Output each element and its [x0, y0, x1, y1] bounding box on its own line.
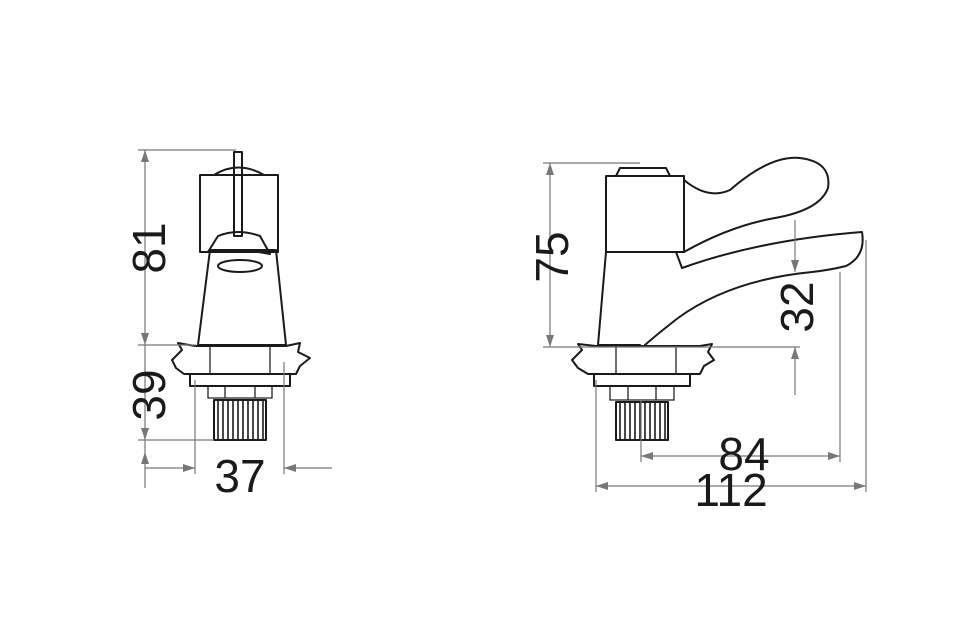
side-thread-lines [619, 402, 666, 440]
front-hex-collar [189, 373, 291, 387]
side-dim-75-label: 75 [526, 231, 578, 282]
side-view: 75 32 84 112 [526, 156, 867, 516]
front-dim-81-line [138, 149, 236, 346]
front-handle-cap [199, 174, 279, 253]
front-dim-39-line [138, 345, 214, 488]
side-lever-handle [683, 156, 830, 253]
side-dim-112-label: 112 [694, 464, 767, 516]
front-dim-81-label: 81 [123, 222, 175, 273]
front-threaded-pipe [213, 399, 267, 441]
side-dim-32-label: 32 [771, 281, 823, 332]
side-dim-84-label: 84 [718, 428, 769, 480]
side-collar-detail [609, 346, 677, 401]
front-dim-39-label: 39 [123, 369, 175, 420]
front-aerator [217, 259, 263, 273]
side-handle-cap [605, 175, 685, 253]
front-dim-37-label: 37 [214, 450, 265, 502]
front-thread-lines [217, 400, 264, 440]
front-collar-detail [207, 346, 273, 399]
front-dim-37-line [145, 362, 332, 474]
front-lever-knob [207, 231, 271, 255]
front-lever-stem [233, 151, 243, 237]
side-star-nut [571, 343, 715, 375]
side-dim-75-line [543, 162, 800, 348]
side-dim-84-line [640, 272, 841, 462]
side-hex-collar [593, 373, 691, 387]
side-dim-112-line [595, 240, 867, 492]
front-star-nut [171, 342, 311, 375]
side-handle-top [615, 167, 671, 177]
front-view: 81 39 37 [123, 149, 332, 502]
side-body [597, 251, 641, 346]
side-threaded-pipe [615, 401, 669, 441]
front-handle-top [213, 166, 265, 176]
front-body [197, 249, 287, 346]
side-spout [644, 231, 864, 346]
